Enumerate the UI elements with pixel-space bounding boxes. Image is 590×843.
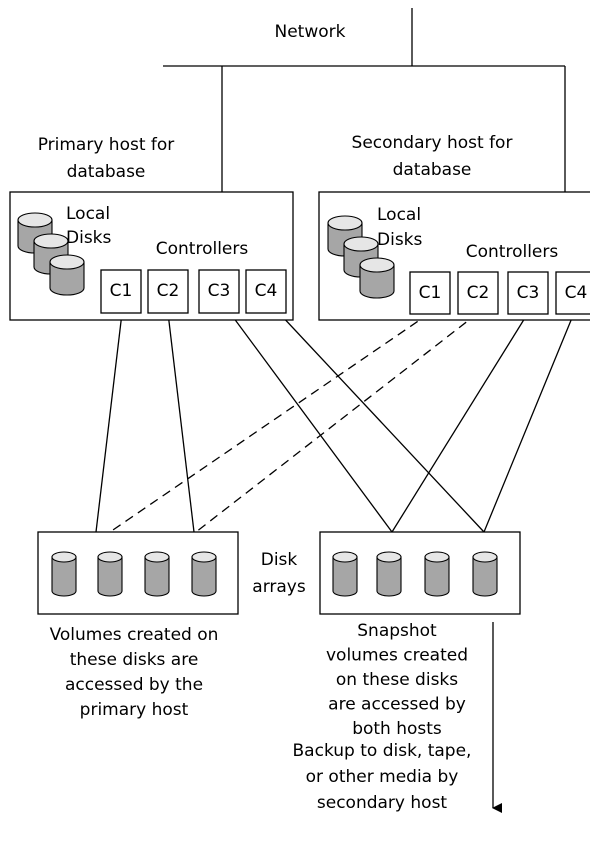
right-array-disk-icon (376, 551, 402, 597)
network: Network (163, 8, 566, 192)
backup-caption: Backup to disk, tape, or other media by se… (293, 741, 472, 813)
primary-controller-c2: C2 (147, 269, 189, 314)
primary-controllers-label: Controllers (156, 239, 249, 259)
secondary-host-label-1: Secondary host for (352, 133, 513, 153)
left-array-disk-icon (51, 551, 77, 597)
primary-local-disks-label-2: Disks (66, 228, 112, 248)
secondary-controller-label: C4 (565, 283, 588, 303)
backup-caption-line: or other media by (306, 767, 459, 787)
primary-controller-label: C2 (157, 281, 180, 301)
right-array-caption-line: on these disks (336, 670, 458, 690)
left-array-disk-icon (144, 551, 170, 597)
left-array-caption: Volumes created on these disks are accesse… (50, 625, 219, 720)
secondary-host: Local Disks Controllers C1 C2 C3 C4 (318, 191, 590, 321)
left-array-caption-line: primary host (80, 700, 189, 720)
left-array-disk-icon (97, 551, 123, 597)
right-array-caption-line: Snapshot (357, 621, 437, 641)
primary-host: Local Disks Controllers C1 C2 C3 C4 (9, 191, 294, 321)
secondary-controller-label: C3 (517, 283, 540, 303)
left-array-caption-line: accessed by the (65, 675, 203, 695)
secondary-controller-c4: C4 (555, 271, 590, 315)
disk-arrays-label-1: Disk (261, 550, 298, 570)
cable-primary-c1-left-array (95, 312, 123, 533)
secondary-controllers-label: Controllers (466, 242, 559, 262)
secondary-local-disks (327, 215, 395, 299)
left-array-caption-line: these disks are (70, 650, 199, 670)
secondary-controller-label: C1 (419, 283, 442, 303)
cable-primary-c4-right-array (264, 297, 485, 533)
cables (95, 297, 575, 533)
right-disk-array (319, 531, 521, 615)
secondary-local-disks-label-1: Local (377, 205, 421, 225)
primary-host-label-2: database (67, 162, 146, 182)
left-array-caption-line: Volumes created on (50, 625, 219, 645)
secondary-local-disks-label-2: Disks (377, 230, 423, 250)
right-array-caption-line: volumes created (326, 646, 468, 666)
cable-secondary-c1-left-array-dashed (109, 312, 431, 533)
primary-controller-c3: C3 (198, 269, 240, 314)
secondary-local-disk-icon (359, 257, 395, 299)
cable-secondary-c2-left-array-dashed (195, 312, 479, 533)
primary-controller-label: C1 (110, 281, 133, 301)
secondary-host-label-2: database (393, 160, 472, 180)
primary-controller-label: C4 (255, 281, 278, 301)
primary-controller-c4: C4 (245, 269, 287, 314)
primary-controllers: C1 C2 C3 C4 (100, 269, 287, 314)
right-array-caption: Snapshot volumes created on these disks are… (326, 621, 468, 739)
backup-caption-line: secondary host (317, 793, 448, 813)
left-array-disk-icon (191, 551, 217, 597)
right-array-disk-icon (472, 551, 498, 597)
network-label: Network (275, 22, 346, 42)
primary-local-disks-label-1: Local (66, 204, 110, 224)
cable-secondary-c4-right-array (483, 312, 575, 533)
primary-local-disks (17, 212, 85, 296)
disk-arrays-label-2: arrays (252, 577, 306, 597)
left-array-disks (51, 551, 217, 597)
cable-secondary-c3-right-array (391, 312, 529, 533)
cable-primary-c2-left-array (167, 312, 195, 533)
secondary-controller-c3: C3 (507, 271, 549, 315)
secondary-controllers: C1 C2 C3 C4 (409, 271, 590, 315)
right-array-disks (332, 551, 498, 597)
left-disk-array (37, 531, 239, 615)
right-array-disk-icon (424, 551, 450, 597)
primary-host-label-1: Primary host for (38, 135, 175, 155)
secondary-controller-label: C2 (467, 283, 490, 303)
right-array-caption-line: both hosts (352, 719, 442, 739)
primary-controller-c1: C1 (100, 269, 142, 314)
primary-controller-label: C3 (208, 281, 231, 301)
primary-local-disk-icon (49, 254, 85, 296)
backup-caption-line: Backup to disk, tape, (293, 741, 472, 761)
secondary-controller-c1: C1 (409, 271, 451, 315)
secondary-controller-c2: C2 (457, 271, 499, 315)
cable-primary-c3-right-array (218, 297, 393, 533)
right-array-disk-icon (332, 551, 358, 597)
right-array-caption-line: are accessed by (328, 695, 466, 715)
